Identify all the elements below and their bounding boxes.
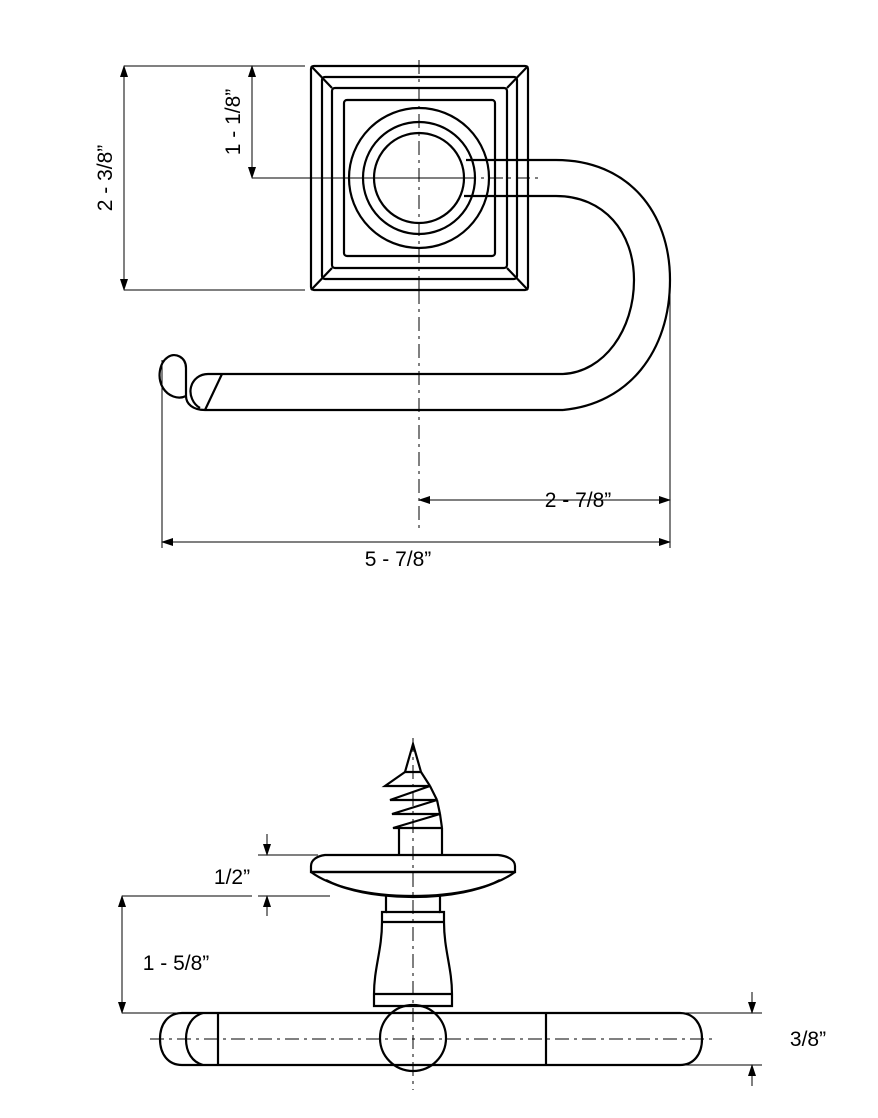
dimension-flange-thickness xyxy=(258,834,330,916)
rosette-corner-tr xyxy=(506,65,529,89)
flange-top xyxy=(309,853,517,874)
dimension-post-height xyxy=(118,895,252,1014)
dimension-label-rosette-height: 1 - 1/8” xyxy=(222,89,245,156)
holder-endcap-bevel xyxy=(204,373,223,411)
dimension-label-bar-diameter: 3/8” xyxy=(790,1028,826,1051)
dimension-label-overall-width: 5 - 7/8” xyxy=(365,548,432,571)
rosette-corner-bl xyxy=(310,267,333,291)
centerlines-top-view xyxy=(300,60,540,530)
holder-left-endcap xyxy=(158,353,188,399)
dimension-label-height-overall: 2 - 3/8” xyxy=(94,145,117,212)
centerlines-detail-view xyxy=(150,738,712,1090)
dimension-rosette-height xyxy=(248,65,468,179)
dimension-projection xyxy=(418,286,671,504)
holder-arm-lower-edge xyxy=(464,194,636,376)
dimension-label-projection: 2 - 7/8” xyxy=(545,489,612,512)
screw-thread-right-edge xyxy=(420,771,444,829)
dimension-bar-diameter xyxy=(680,992,762,1086)
holder-bar-lower-edge xyxy=(184,380,563,412)
holder-arm-upper-edge xyxy=(466,158,672,412)
dimension-overall-width xyxy=(161,360,671,548)
rosette-corner-br xyxy=(506,267,529,291)
rosette-corner-tl xyxy=(310,65,333,89)
dimension-label-flange-thickness: 1/2” xyxy=(214,866,250,889)
post-detail-geometry xyxy=(158,739,704,1073)
holder-endcap-seam xyxy=(189,372,209,409)
dimension-label-post-height: 1 - 5/8” xyxy=(143,952,210,975)
flange-underside-inner xyxy=(325,879,501,899)
